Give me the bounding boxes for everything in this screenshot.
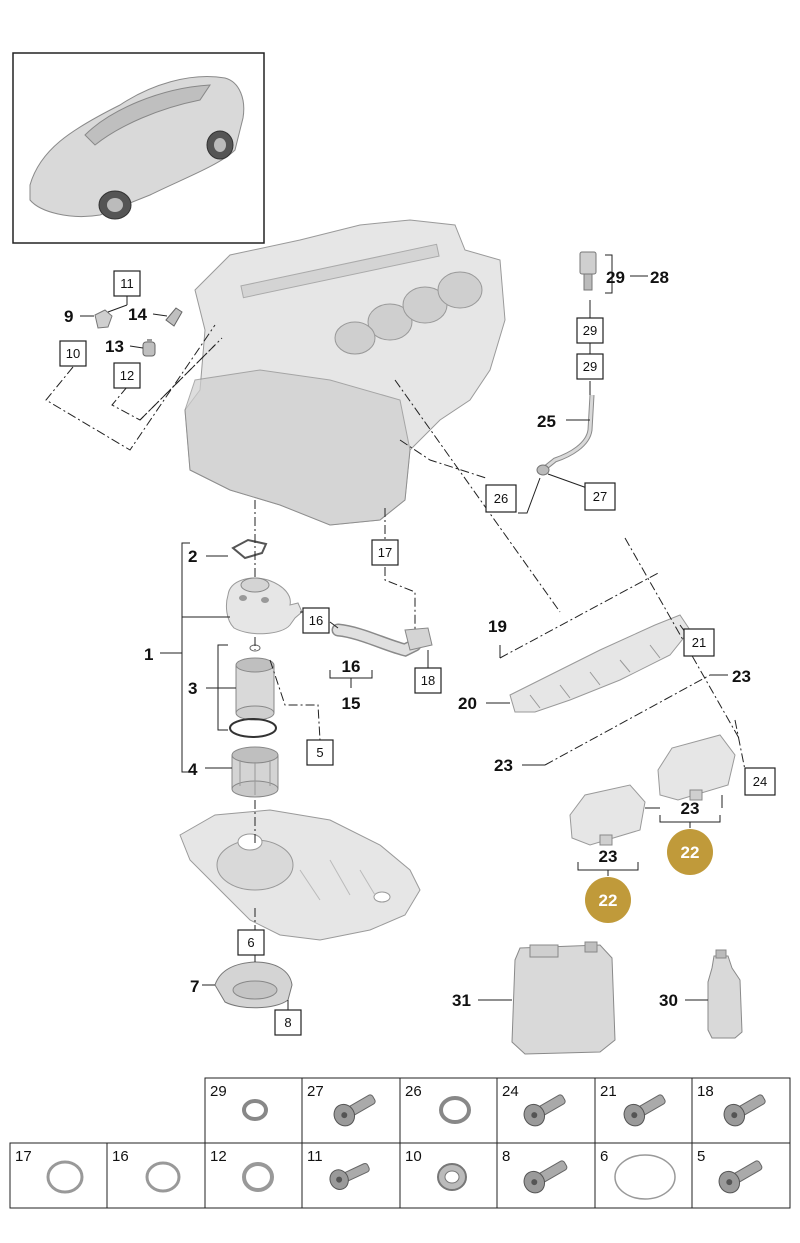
seal-ring-icon: [145, 1161, 181, 1193]
o-ring-3: [229, 718, 277, 738]
callout-15: 15: [342, 694, 361, 713]
callout-19: 19: [488, 617, 507, 636]
callout-12: 12: [120, 368, 134, 383]
callout-20: 20: [458, 694, 477, 713]
seal-ring-icon: [242, 1099, 268, 1121]
bolt-icon: [329, 1162, 370, 1190]
callout-16-box: 16: [309, 613, 323, 628]
callout-23-lower-module: 23: [599, 847, 618, 866]
oil-filter-element: [235, 644, 275, 721]
bolt-icon: [523, 1160, 568, 1194]
callout-8: 8: [284, 1015, 291, 1030]
table-cell-26: 26: [405, 1083, 422, 1100]
callout-9: 9: [64, 307, 73, 326]
oil-level-sensor-28: [579, 251, 597, 291]
table-cell-17: 17: [15, 1148, 32, 1165]
filter-cap-4: [231, 746, 279, 798]
callout-29-box-a: 29: [583, 323, 597, 338]
callout-13: 13: [105, 337, 124, 356]
table-cell-27: 27: [307, 1083, 324, 1100]
part-9-fitting: [94, 309, 113, 329]
oil-bottle-30: [707, 949, 743, 1039]
callout-24: 24: [753, 774, 767, 789]
seal-ring-icon: [242, 1162, 274, 1192]
boxed-callouts: 11 10 12 16 17 18 5 6 8 29 29 26 27 21 2…: [59, 270, 776, 1036]
bolt-icon: [333, 1094, 376, 1127]
callout-6: 6: [247, 935, 254, 950]
callout-23-left: 23: [494, 756, 513, 775]
table-cell-18: 18: [697, 1083, 714, 1100]
table-cell-11: 11: [307, 1148, 323, 1165]
callout-11: 11: [120, 276, 134, 291]
badge-22-lower: 22: [585, 877, 631, 923]
table-cell-12: 12: [210, 1148, 227, 1165]
seal-washer-icon: [437, 1163, 467, 1191]
engine-block: [184, 219, 506, 526]
callout-25: 25: [537, 412, 556, 431]
callout-14: 14: [128, 305, 147, 324]
callout-21: 21: [692, 635, 706, 650]
oil-pump-module-lower: [569, 784, 646, 846]
seal-ring-icon: [439, 1096, 471, 1124]
callout-31: 31: [452, 991, 471, 1010]
bolt-icon: [723, 1094, 766, 1127]
seal-ring-2: [231, 538, 268, 560]
callout-7: 7: [190, 977, 199, 996]
part-13-plug: [142, 339, 156, 357]
callout-5: 5: [316, 745, 323, 760]
dipstick-guide-tube-25: [536, 394, 595, 476]
callout-23-right: 23: [732, 667, 751, 686]
oil-pan-6: [179, 809, 421, 941]
table-cell-10: 10: [405, 1148, 422, 1165]
drain-cover-7: [214, 961, 293, 1009]
callout-29: 29: [606, 268, 625, 287]
badge-22-upper: 22: [667, 829, 713, 875]
oil-pipe-16: [331, 623, 433, 657]
svg-text:22: 22: [681, 843, 700, 862]
oil-canister-31: [511, 941, 616, 1055]
seal-ring-icon: [46, 1160, 84, 1194]
callout-23-upper-module: 23: [681, 799, 700, 818]
callout-26: 26: [494, 491, 508, 506]
callout-18: 18: [421, 673, 435, 688]
oil-filter-housing: [225, 577, 303, 635]
vehicle-image: [29, 76, 245, 220]
part-14-sensor: [165, 307, 183, 327]
table-cell-6: 6: [600, 1148, 608, 1165]
table-cell-16: 16: [112, 1148, 129, 1165]
callout-2: 2: [188, 547, 197, 566]
callout-3: 3: [188, 679, 197, 698]
table-cell-8: 8: [502, 1148, 510, 1165]
callout-30: 30: [659, 991, 678, 1010]
oil-pump-module-upper: [657, 734, 736, 801]
callout-17: 17: [378, 545, 392, 560]
table-cell-24: 24: [502, 1083, 519, 1100]
table-cell-29: 29: [210, 1083, 227, 1100]
callout-27: 27: [593, 489, 607, 504]
table-cell-21: 21: [600, 1083, 617, 1100]
svg-text:22: 22: [599, 891, 618, 910]
bold-callouts: 9 13 14 1 2 3 4 7 16 15 19 20 23 23 23 2…: [64, 268, 751, 1010]
callout-10: 10: [66, 346, 80, 361]
bolt-icon: [718, 1160, 763, 1194]
oil-baffle-20: [509, 614, 691, 713]
bolt-icon: [623, 1094, 666, 1127]
leader-lines: [45, 254, 746, 1010]
callout-29-box-b: 29: [583, 359, 597, 374]
callout-16: 16: [342, 657, 361, 676]
callout-4: 4: [188, 760, 198, 779]
bolt-icon: [523, 1094, 566, 1127]
callout-1: 1: [144, 645, 153, 664]
callout-28: 28: [650, 268, 669, 287]
o-ring-icon: [614, 1154, 676, 1200]
fastener-table: 29 27 26 24 21 18 17 16 12 11 10 8 6 5: [9, 1077, 791, 1209]
table-cell-5: 5: [697, 1148, 705, 1165]
